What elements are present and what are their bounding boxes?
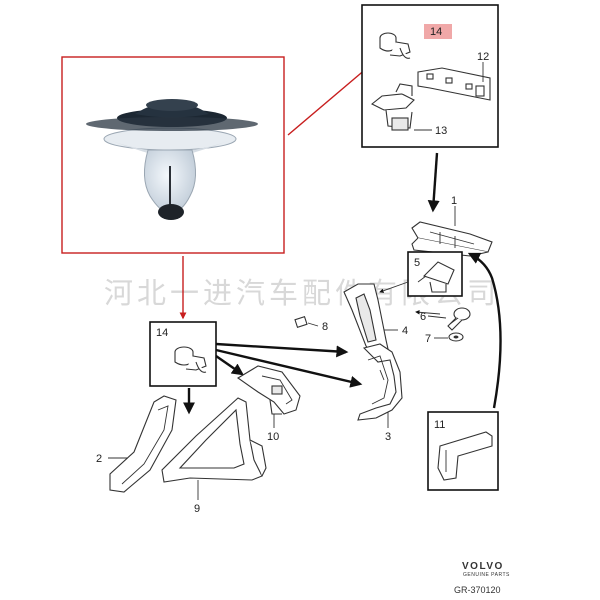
part9-drawing <box>161 397 267 483</box>
part1-label: 1 <box>451 195 457 207</box>
part14-box-drawing <box>174 346 207 373</box>
part6-label: 6 <box>420 311 426 323</box>
part10-label: 10 <box>267 431 279 443</box>
box11-to-assembly-arrow <box>467 252 502 409</box>
part5-label: 5 <box>414 257 420 269</box>
part14-top-label: 14 <box>430 26 442 38</box>
part4-label: 4 <box>402 325 408 337</box>
part13-drawing <box>370 83 415 131</box>
part10-drawing <box>236 365 301 415</box>
part4-drawing <box>343 283 391 363</box>
part8-drawing <box>294 315 308 329</box>
diagram-reference-number: GR-370120 <box>454 585 501 595</box>
brand-name: VOLVO <box>462 561 504 572</box>
part13-label: 13 <box>435 125 447 137</box>
photo-callout-frame <box>61 56 285 254</box>
part2-drawing <box>109 395 177 493</box>
part11-drawing <box>437 431 493 481</box>
part12-drawing <box>417 67 491 101</box>
part3-drawing <box>357 343 403 421</box>
top-box-down-arrow <box>427 152 440 213</box>
part9-label: 9 <box>194 503 200 515</box>
brand-subtitle: GENUINE PARTS <box>463 572 510 578</box>
clip-photo <box>86 99 258 220</box>
part14-top-drawing <box>379 32 411 59</box>
part12-label: 12 <box>477 51 489 63</box>
part5-drawing <box>417 261 455 293</box>
part14-box-label: 14 <box>156 327 168 339</box>
part6-screw-drawing <box>447 307 471 331</box>
part14-highlight <box>424 24 452 39</box>
part8-label: 8 <box>322 321 328 333</box>
part3-label: 3 <box>385 431 391 443</box>
part11-label: 11 <box>434 419 445 431</box>
part1-drawing <box>411 221 493 257</box>
part2-label: 2 <box>96 453 102 465</box>
part7-label: 7 <box>425 333 431 345</box>
part7-washer-drawing <box>448 332 464 342</box>
